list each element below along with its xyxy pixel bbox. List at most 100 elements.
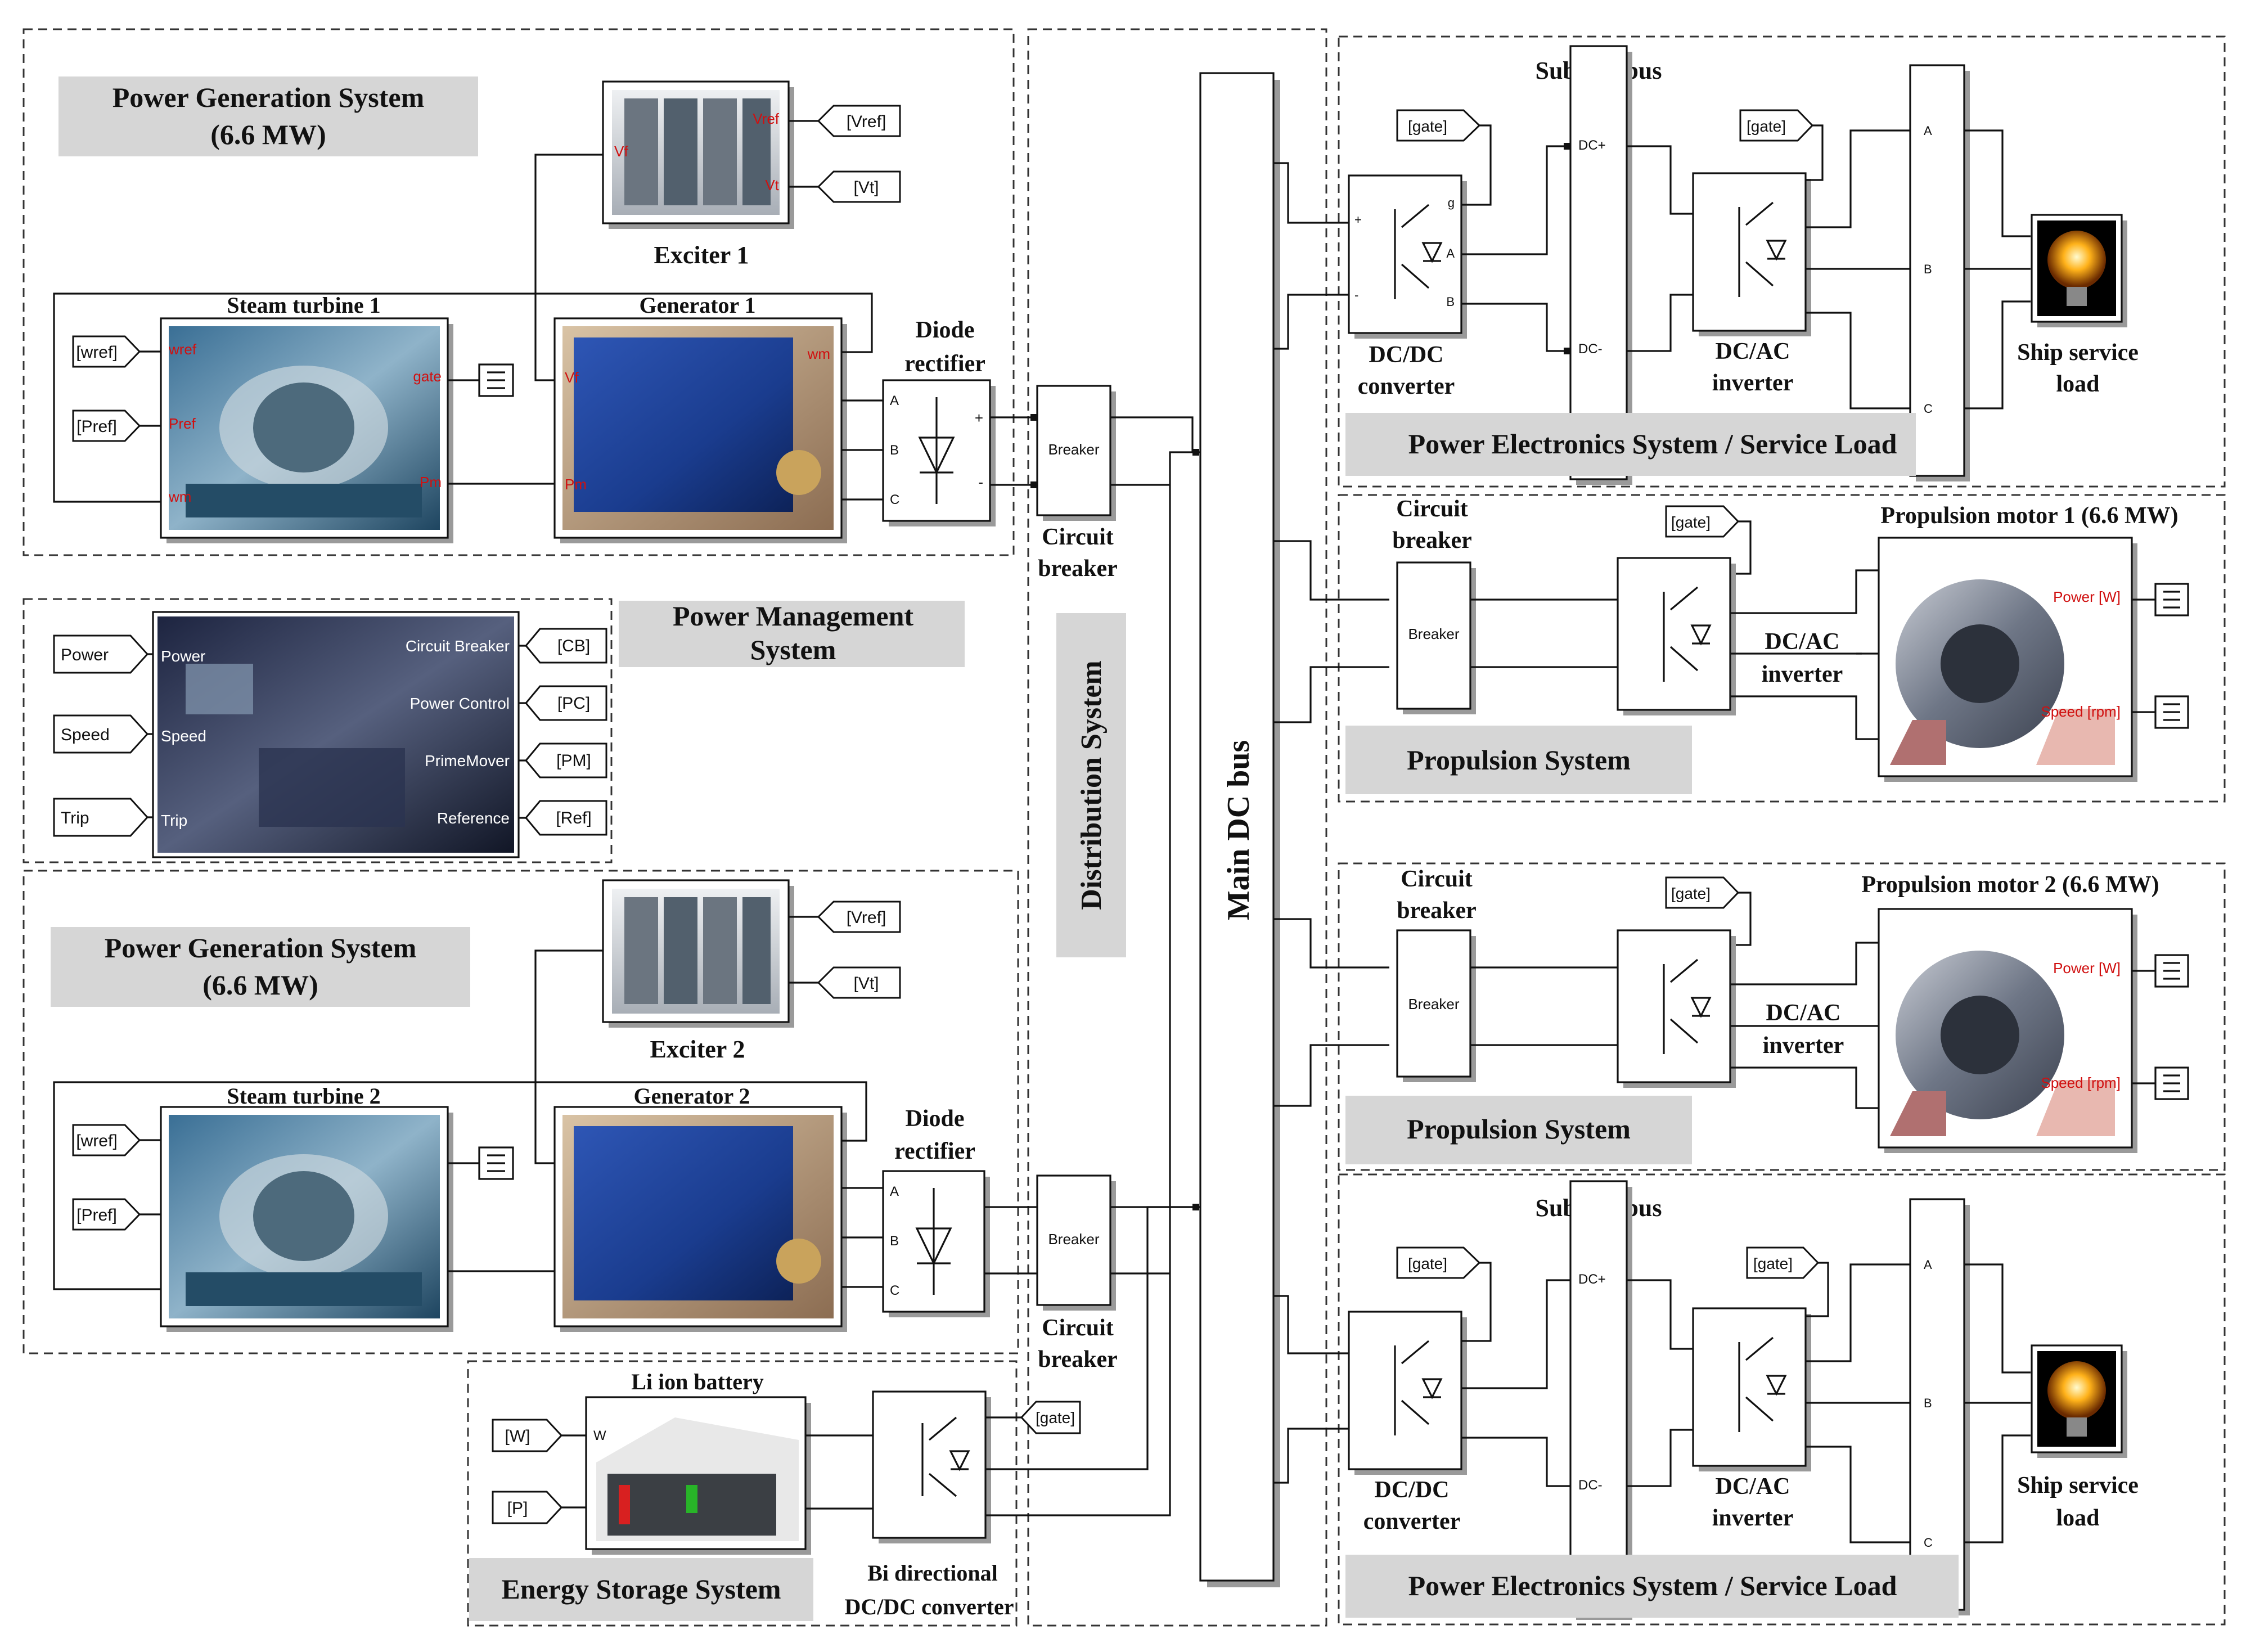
gate-tag-dcac2[interactable]: [1746, 1246, 1820, 1279]
w-input-tag[interactable]: [492, 1419, 563, 1452]
vref-tag-2-label: [Vref]: [847, 908, 886, 927]
breaker-2-label: Breaker: [1048, 1231, 1099, 1248]
gate-tag-prop1[interactable]: [1665, 505, 1740, 538]
wref-tag-2[interactable]: [72, 1124, 141, 1156]
rectifier-1-label-1: Diode: [916, 317, 975, 343]
dcdc1-a: A: [1446, 246, 1455, 260]
prop2-title: Propulsion System: [1407, 1113, 1631, 1145]
motor-2-power-port: Power [W]: [2053, 960, 2121, 976]
motor-1-label: Propulsion motor 1 (6.6 MW): [1880, 503, 2178, 529]
split1-b: B: [1924, 262, 1932, 276]
rectifier-1-label-2: rectifier: [904, 351, 985, 377]
motor-1-power-port: Power [W]: [2053, 588, 2121, 605]
split2-a: A: [1924, 1258, 1932, 1272]
gate-tag-prop2[interactable]: [1665, 876, 1740, 909]
gate-tag-dcdc2[interactable]: [1396, 1246, 1481, 1279]
vref-tag-2[interactable]: [817, 901, 901, 933]
dcdc1-label-2: converter: [1358, 373, 1455, 399]
dcac-inverter-1[interactable]: [1692, 172, 1807, 332]
prop2-breaker-caption-2: breaker: [1397, 898, 1477, 924]
bidirectional-converter[interactable]: [872, 1390, 987, 1539]
vt-tag-1-label: [Vt]: [853, 178, 879, 197]
gate-tag-ess[interactable]: [1020, 1401, 1081, 1434]
power-input-tag[interactable]: [53, 634, 149, 674]
dcdc-converter-2[interactable]: [1348, 1311, 1462, 1470]
prop2-breaker[interactable]: [1396, 929, 1471, 1078]
steam-turbine-1-label: Steam turbine 1: [227, 292, 380, 318]
generator-1-pm-port: Pm: [565, 476, 587, 493]
pe2-title-bg: [1345, 1555, 1959, 1618]
motor-2-speed-port: Speed [rpm]: [2041, 1074, 2121, 1091]
gate-tag-dcdc1[interactable]: [1396, 109, 1481, 142]
breaker-1-caption-2: breaker: [1038, 556, 1118, 582]
power-management-group: [22, 598, 613, 863]
vt-tag-2-label: [Vt]: [853, 974, 879, 993]
pms-port-cb: Circuit Breaker: [406, 637, 510, 655]
pe2-title: Power Electronics System / Service Load: [1408, 1570, 1897, 1601]
sub-bus-2-dcminus: DC-: [1578, 1478, 1603, 1493]
pms-title-bg: [619, 601, 965, 667]
pm-output-tag[interactable]: [525, 742, 607, 778]
pms-port-trip: Trip: [161, 812, 187, 829]
gate-tag-ess-label: [gate]: [1036, 1409, 1075, 1426]
gate-tag-dcac1[interactable]: [1739, 109, 1814, 142]
phase-splitter-1[interactable]: [1909, 64, 1965, 477]
main-dc-bus[interactable]: [1199, 72, 1275, 1582]
dcdc-converter-1[interactable]: [1348, 174, 1462, 334]
motor-1-speed-port: Speed [rpm]: [2041, 703, 2121, 720]
pms-title-1: Power Management: [673, 600, 913, 632]
power-input-label: Power: [61, 646, 109, 664]
pc-output-tag[interactable]: [525, 685, 607, 721]
pref-tag-2[interactable]: [72, 1198, 141, 1231]
breaker-1[interactable]: [1036, 385, 1111, 516]
pgs1-title-line2: (6.6 MW): [210, 119, 326, 150]
pe1-title-bg: [1345, 413, 1916, 476]
wref-tag-2-label: [wref]: [76, 1132, 117, 1150]
vt-tag-1[interactable]: [817, 170, 901, 203]
turbine-1-wm-port: wm: [168, 488, 191, 505]
ref-output-label: [Ref]: [556, 809, 591, 827]
dcac1-label-1: DC/AC: [1716, 339, 1790, 364]
gate-tag-prop1-label: [gate]: [1671, 514, 1711, 531]
exciter-1-vt-port: Vt: [765, 177, 779, 193]
generator-2-label: Generator 2: [634, 1083, 750, 1109]
gate-tag-dcac2-label: [gate]: [1753, 1255, 1793, 1272]
vt-tag-2[interactable]: [817, 966, 901, 999]
breaker-2[interactable]: [1036, 1174, 1111, 1306]
dcdc1-g: g: [1448, 196, 1455, 210]
rect1-port-plus: +: [975, 409, 983, 426]
vref-tag-1[interactable]: [817, 105, 901, 137]
pref-tag-2-label: [Pref]: [76, 1206, 117, 1225]
cb-output-tag[interactable]: [525, 628, 607, 664]
wref-tag-1[interactable]: [72, 335, 141, 368]
sub-bus-1-dcplus: DC+: [1578, 138, 1606, 153]
pe-service-group-1: [1338, 35, 2226, 488]
prop2-inverter[interactable]: [1617, 929, 1731, 1083]
phase-splitter-2[interactable]: [1909, 1198, 1965, 1611]
load1-label-1: Ship service: [2017, 340, 2139, 366]
p-input-tag[interactable]: [492, 1491, 563, 1524]
main-bus-title: Main DC bus: [1221, 740, 1256, 921]
ref-output-tag[interactable]: [525, 800, 607, 836]
speed-input-tag[interactable]: [53, 714, 149, 754]
sub-dc-bus-1[interactable]: [1569, 45, 1628, 480]
prop1-breaker-label: Breaker: [1408, 625, 1459, 642]
rect2-port-b: B: [890, 1234, 899, 1249]
dcdc2-label-1: DC/DC: [1375, 1477, 1450, 1503]
gate-tag-dcdc1-label: [gate]: [1408, 118, 1447, 135]
gate-tag-dcac1-label: [gate]: [1747, 118, 1786, 135]
split1-c: C: [1924, 402, 1933, 416]
dcac-inverter-2[interactable]: [1692, 1307, 1807, 1467]
prop1-breaker[interactable]: [1396, 561, 1471, 710]
sub-dc-bus-2[interactable]: [1569, 1180, 1628, 1615]
pe-service-group-2: [1338, 1173, 2226, 1626]
breaker-1-caption-1: Circuit: [1042, 524, 1114, 550]
trip-input-tag[interactable]: [53, 798, 149, 837]
prop1-inverter[interactable]: [1617, 557, 1731, 711]
distribution-group: [1027, 28, 1327, 1627]
pref-tag-1[interactable]: [72, 409, 141, 442]
ess-title: Energy Storage System: [501, 1573, 781, 1605]
prop1-breaker-caption-1: Circuit: [1396, 496, 1468, 522]
sub-bus-2-dcplus: DC+: [1578, 1272, 1606, 1287]
breaker-1-label: Breaker: [1048, 441, 1099, 458]
